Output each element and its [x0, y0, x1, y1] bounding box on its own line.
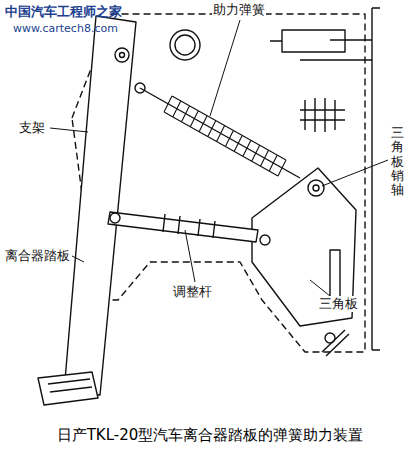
rod-clevis: [110, 213, 120, 223]
bracket-hole: [170, 30, 200, 60]
figure-caption: 日产TKL-20型汽车离合器踏板的弹簧助力装置: [56, 426, 365, 444]
spring-anchor: [135, 83, 145, 93]
leader-line: [185, 230, 195, 282]
leader-line: [210, 20, 240, 116]
release-lever: [322, 330, 349, 356]
wall-flange: [300, 40, 372, 60]
booster-spring: [164, 96, 286, 176]
bracket-hole-inner: [175, 35, 195, 55]
leader-lines: [50, 20, 388, 296]
spring-cylinder: [270, 30, 345, 52]
leader-line: [310, 280, 330, 296]
lever-pin: [325, 333, 335, 343]
part-label: 助力弹簧: [212, 2, 266, 18]
spring-rod: [140, 88, 300, 178]
rod-nuts: [163, 214, 215, 238]
pedal-pivot: [115, 48, 129, 62]
leader-line: [72, 256, 84, 262]
pedal-pad: [38, 372, 98, 405]
leader-line: [50, 128, 88, 132]
part-label: 三角板: [318, 296, 359, 312]
part-label: 离合器踏板: [4, 248, 71, 264]
leader-line: [322, 160, 388, 186]
triangle-pin-inner: [313, 185, 319, 191]
part-label: 调整杆: [172, 284, 213, 300]
pedal-pivot-inner: [120, 53, 125, 58]
adjusting-rod: [108, 212, 258, 242]
mounting-wall: [372, 8, 380, 350]
part-label: 支架: [18, 120, 46, 136]
pedal-pad-ribs: [48, 379, 92, 392]
watermark-url: www.cartech8.com: [12, 22, 119, 35]
watermark: 中国汽车工程师之家: [4, 4, 123, 20]
triangle-pin: [308, 180, 324, 196]
part-label: 三角板销轴: [390, 126, 405, 197]
triangle-joint: [260, 235, 270, 245]
bellows: [300, 98, 345, 132]
triangle-slot: [330, 250, 340, 300]
clutch-pedal-arm: [64, 16, 136, 395]
